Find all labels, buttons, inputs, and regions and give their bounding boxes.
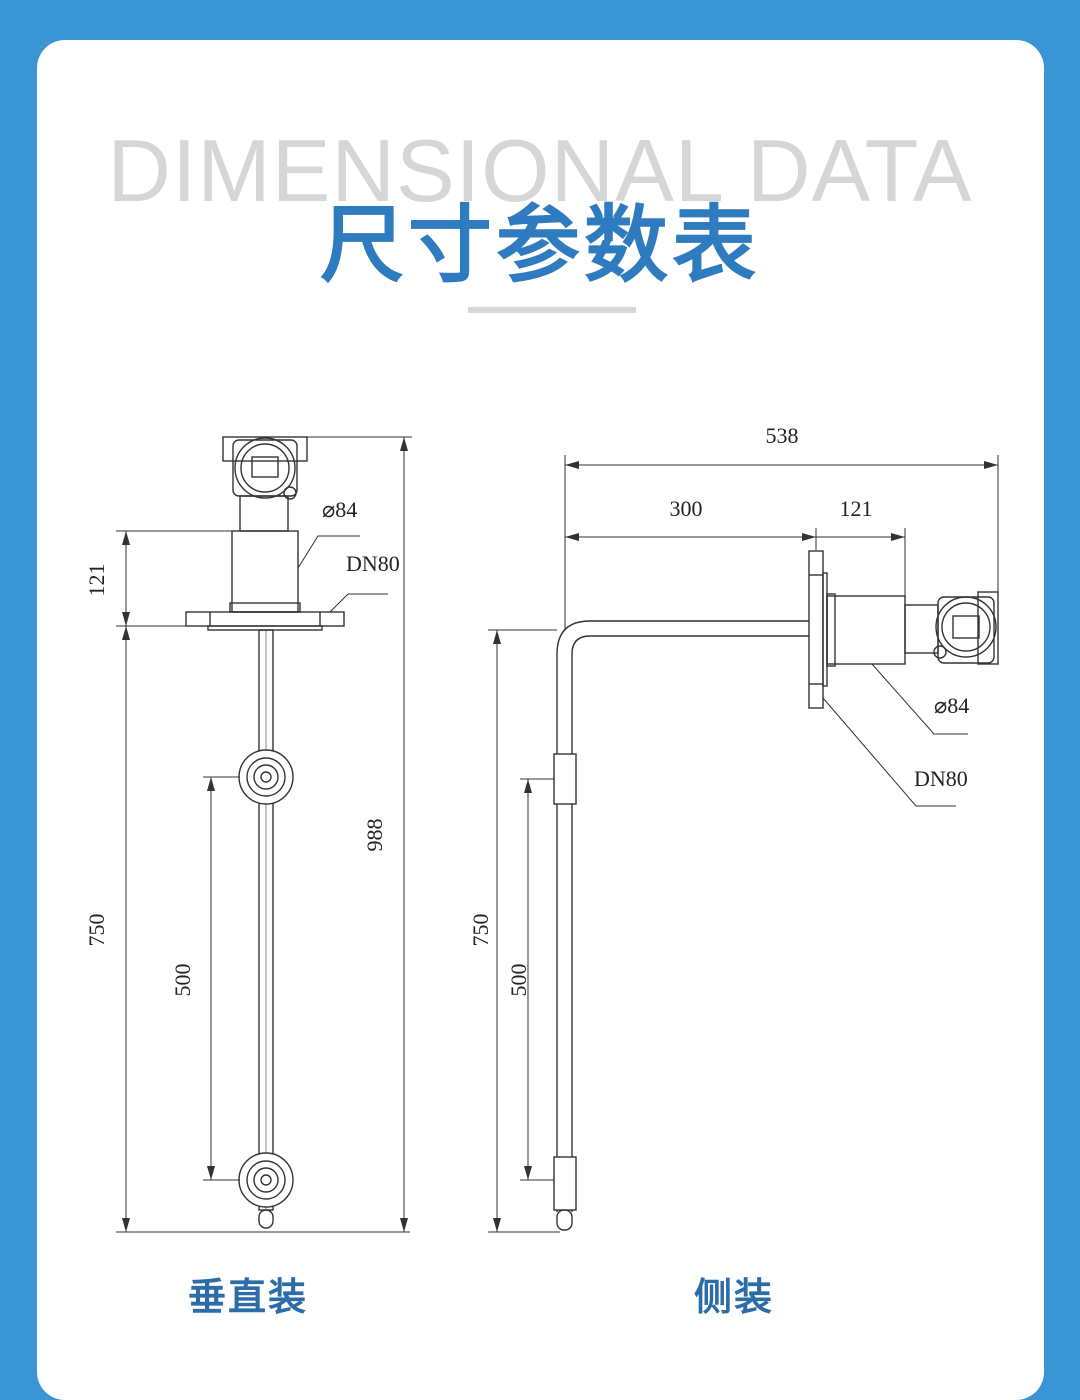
dim-label-121-side: 121 <box>840 496 873 521</box>
content-card <box>37 40 1044 1400</box>
dim-label-300-side: 300 <box>670 496 703 521</box>
dim-label-988-vertical: 988 <box>362 819 387 852</box>
page-title: 尺寸参数表 <box>319 196 760 294</box>
dim-label-538-side: 538 <box>766 423 799 448</box>
dim-label-flange-vertical: DN80 <box>346 551 400 576</box>
dim-label-750-vertical: 750 <box>84 914 109 947</box>
dim-label-flange-side: DN80 <box>914 766 968 791</box>
dim-label-500-vertical: 500 <box>170 964 195 997</box>
watermark-text: DIMENSIONAL DATA <box>107 121 973 220</box>
side-mount-drawing <box>488 455 999 1233</box>
dim-label-750-side: 750 <box>468 914 493 947</box>
dim-label-121-vertical: 121 <box>84 564 109 597</box>
dim-label-diameter-side: ⌀84 <box>934 693 969 718</box>
caption-vertical-mount: 垂直装 <box>188 1275 309 1319</box>
title-divider <box>468 307 636 313</box>
dim-label-diameter-vertical: ⌀84 <box>322 497 357 522</box>
caption-side-mount: 侧装 <box>694 1275 775 1319</box>
vertical-mount-drawing <box>116 436 412 1233</box>
dim-label-500-side: 500 <box>506 964 531 997</box>
